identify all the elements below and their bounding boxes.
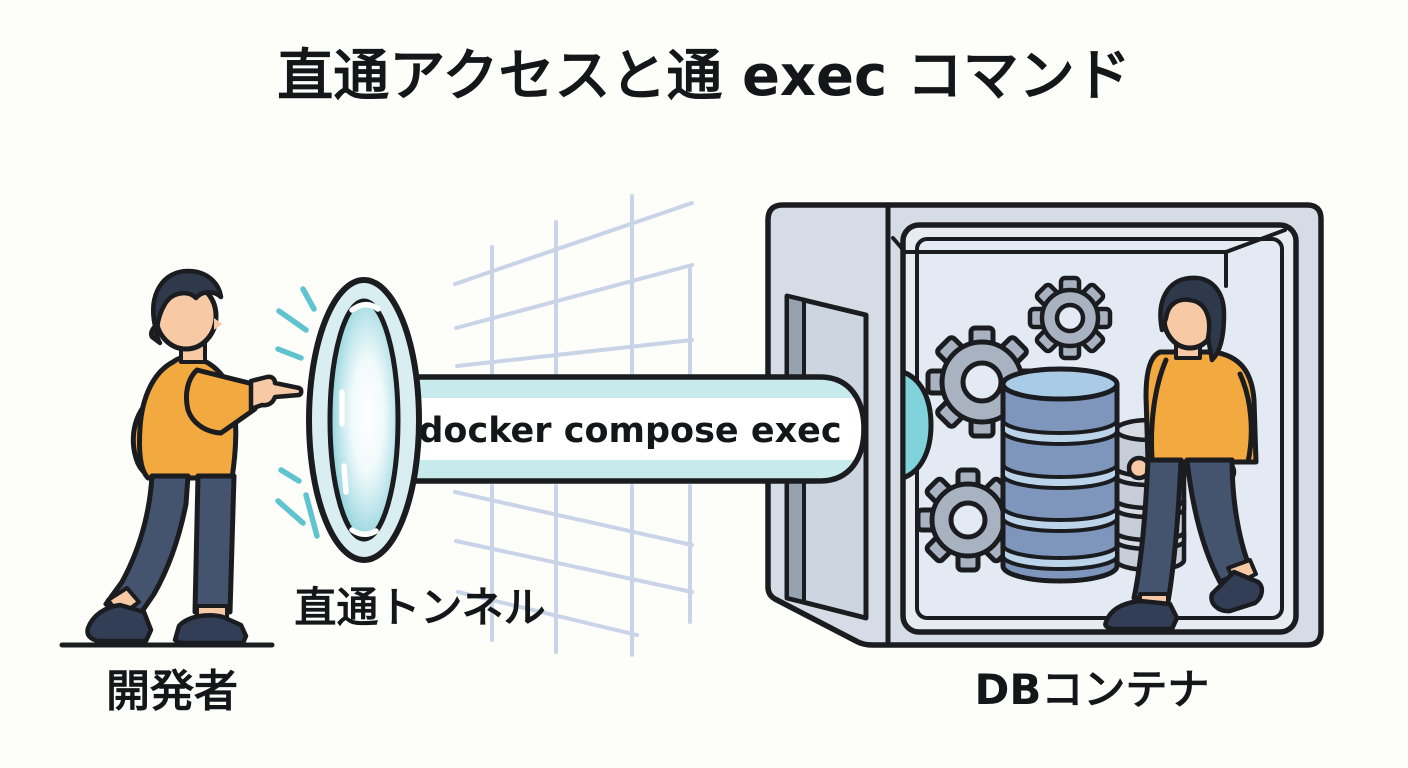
sparkle-icon [275, 286, 320, 539]
portal-icon [306, 277, 422, 563]
network-grid-icon [453, 194, 694, 657]
developer-figure [59, 268, 304, 648]
database-icon [1000, 366, 1120, 584]
pointing-arm [183, 367, 258, 436]
shoe [85, 602, 154, 644]
gear-icon [915, 467, 1021, 573]
page-title: 直通アクセスと通 exec コマンド [277, 44, 1130, 109]
gear-icon [1027, 275, 1113, 361]
interior-perspective-lines [891, 228, 1287, 288]
tunnel-tube: docker compose exec [389, 374, 867, 484]
pointing-hand [248, 374, 304, 412]
container-person-figure [1103, 275, 1265, 632]
developer-label: 開発者 [106, 666, 238, 717]
tunnel-label: 直通トンネル [294, 583, 545, 632]
db-container-label: DBコンテナ [975, 665, 1210, 714]
tunnel-command-label: docker compose exec [418, 411, 841, 451]
db-container-box [765, 202, 1324, 648]
shoe [172, 613, 249, 646]
front-leg [192, 473, 237, 615]
tunnel-exit-icon [900, 369, 934, 481]
portal-highlights [339, 302, 381, 537]
